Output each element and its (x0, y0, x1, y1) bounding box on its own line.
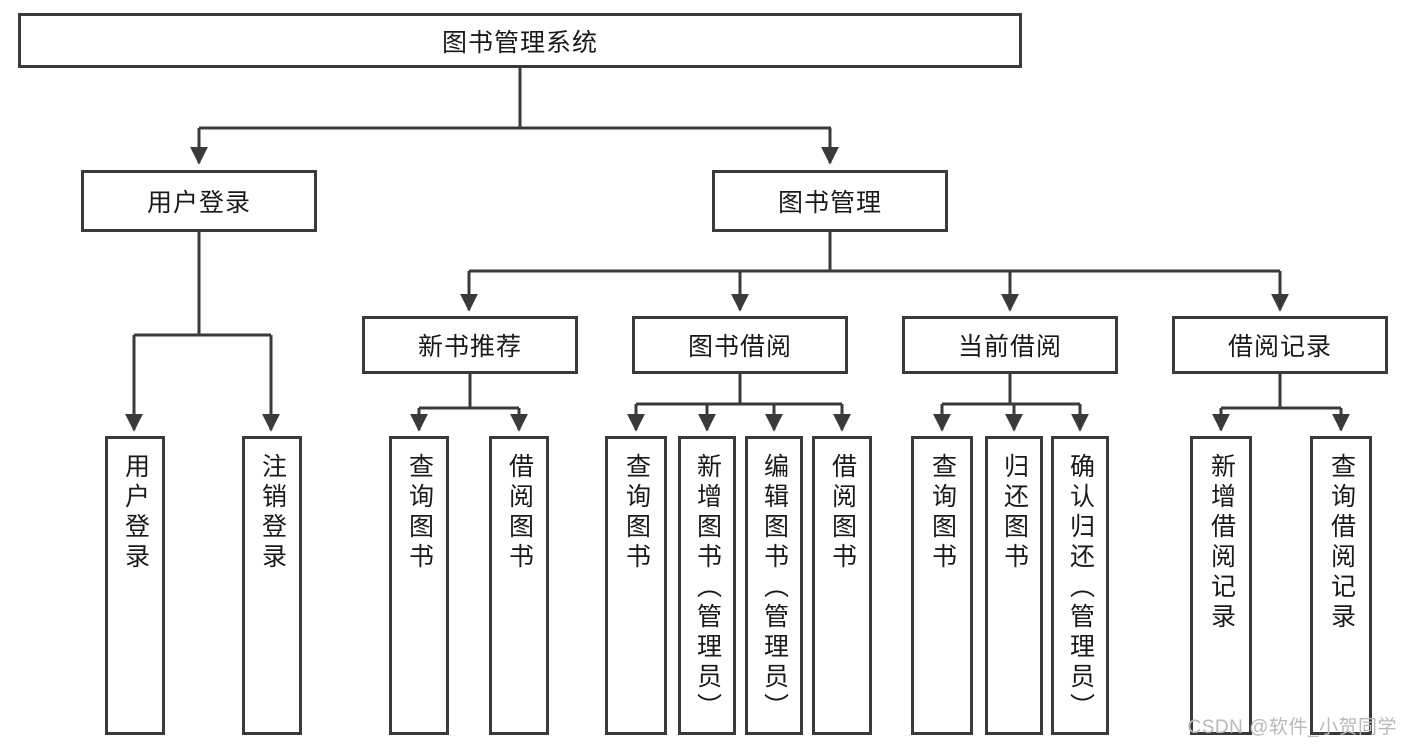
node-leaf-logout-login[interactable]: 注销登录 (242, 436, 302, 735)
node-user-login[interactable]: 用户登录 (81, 170, 317, 232)
node-leaf-edit-book[interactable]: 编辑图书（管理员） (745, 436, 803, 735)
node-label: 图书借阅 (687, 333, 792, 361)
node-root-system[interactable]: 图书管理系统 (18, 13, 1022, 68)
node-leaf-query-book-1[interactable]: 查询图书 (389, 436, 449, 735)
node-label: 借阅图书 (505, 453, 534, 573)
node-leaf-confirm-return[interactable]: 确认归还（管理员） (1051, 436, 1109, 735)
node-leaf-query-book-3[interactable]: 查询图书 (911, 436, 973, 735)
node-borrow-record[interactable]: 借阅记录 (1172, 316, 1388, 374)
node-label: 新增借阅记录 (1207, 453, 1236, 633)
node-leaf-borrow-book-1[interactable]: 借阅图书 (489, 436, 549, 735)
node-label: 图书管理系统 (441, 28, 598, 57)
node-label: 注销登录 (258, 453, 287, 573)
node-leaf-add-book[interactable]: 新增图书（管理员） (678, 436, 736, 735)
node-leaf-user-login[interactable]: 用户登录 (105, 436, 165, 735)
node-leaf-return-book[interactable]: 归还图书 (985, 436, 1043, 735)
node-label: 查询图书 (928, 453, 957, 573)
node-leaf-query-record[interactable]: 查询借阅记录 (1310, 436, 1372, 735)
node-label: 用户登录 (146, 189, 251, 217)
node-book-borrow[interactable]: 图书借阅 (632, 316, 848, 374)
node-leaf-query-book-2[interactable]: 查询图书 (605, 436, 667, 735)
node-book-manage[interactable]: 图书管理 (712, 170, 948, 232)
node-label: 查询图书 (622, 453, 651, 573)
node-label: 借阅图书 (828, 453, 857, 573)
node-label: 当前借阅 (957, 333, 1062, 361)
node-label: 新书推荐 (417, 333, 522, 361)
node-label: 查询借阅记录 (1327, 453, 1356, 633)
node-label: 用户登录 (121, 453, 150, 573)
node-leaf-add-record[interactable]: 新增借阅记录 (1190, 436, 1252, 735)
node-current-borrow[interactable]: 当前借阅 (902, 316, 1118, 374)
node-label: 查询图书 (405, 453, 434, 573)
node-label: 编辑图书（管理员） (760, 453, 789, 723)
node-label: 新增图书（管理员） (693, 453, 722, 723)
node-label: 归还图书 (1000, 453, 1029, 573)
node-new-book-rec[interactable]: 新书推荐 (362, 316, 578, 374)
node-label: 借阅记录 (1227, 333, 1332, 361)
node-label: 图书管理 (777, 189, 882, 217)
node-label: 确认归还（管理员） (1066, 453, 1095, 723)
node-leaf-borrow-book-2[interactable]: 借阅图书 (812, 436, 872, 735)
